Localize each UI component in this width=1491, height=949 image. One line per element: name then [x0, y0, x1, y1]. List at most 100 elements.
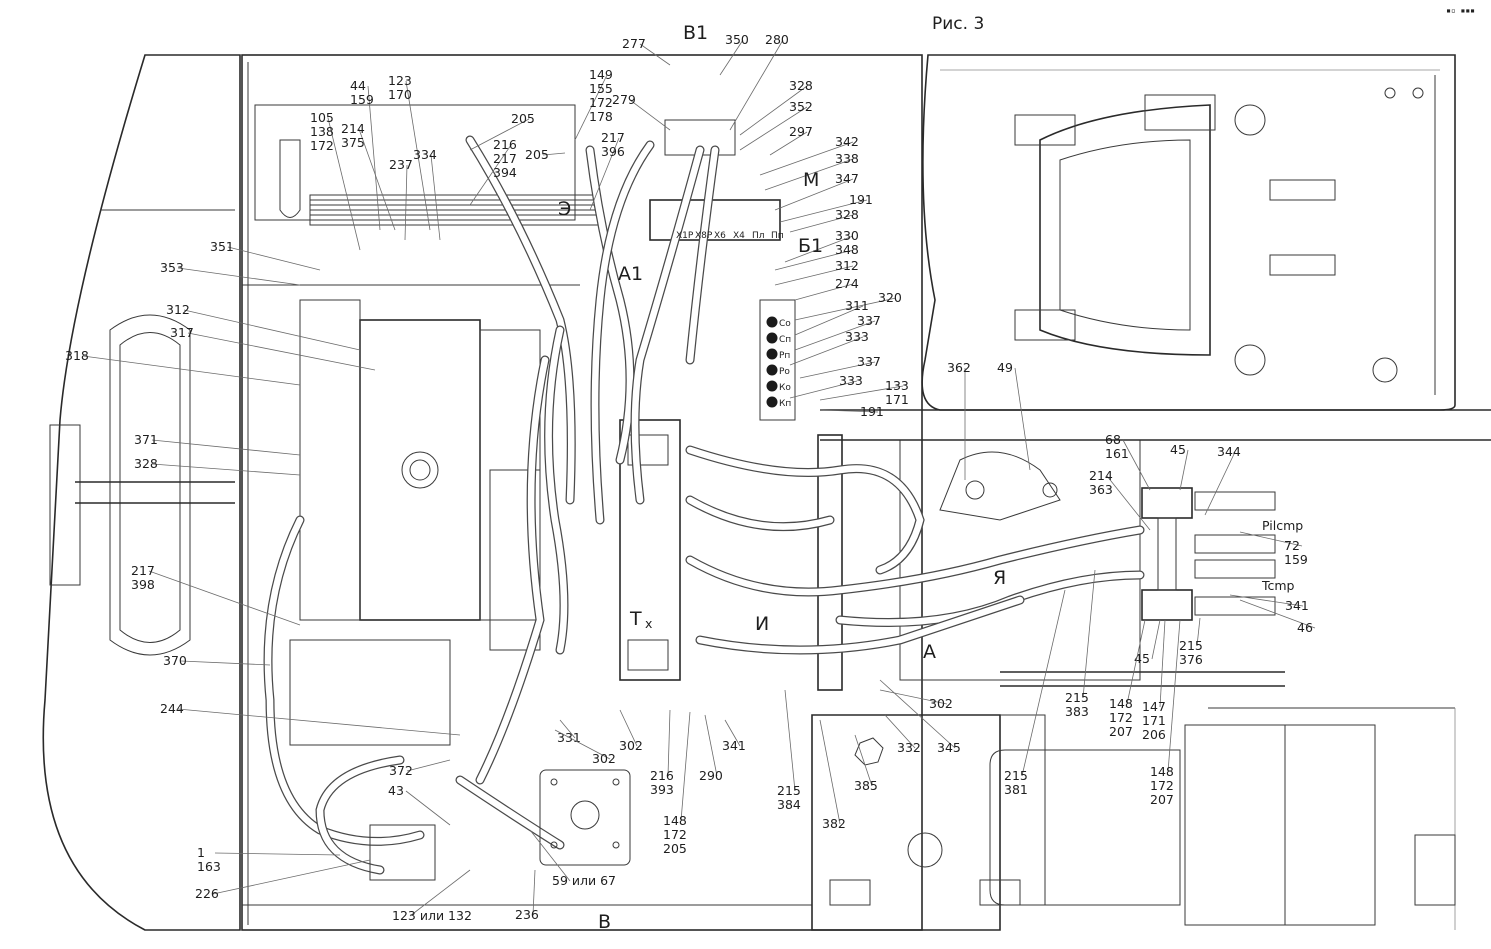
callout-number: 352 [789, 99, 813, 114]
callout-number: 149 [589, 67, 613, 82]
callout-number: 123 [388, 73, 412, 88]
hydraulic-hose-bore [686, 446, 924, 574]
hydraulic-hose-bore [476, 356, 549, 784]
callout-277: 277 [622, 36, 671, 66]
callout-number: 351 [210, 239, 234, 254]
callout-number: 274 [835, 276, 859, 291]
callout-number: 45 [1134, 651, 1150, 666]
distributor-port-label: Пп [771, 231, 784, 241]
leader-line [724, 719, 741, 747]
callout-number: 277 [622, 36, 646, 51]
callout-191a: 191 [779, 192, 873, 223]
callout-236: 236 [515, 869, 539, 922]
callout-number: 341 [1285, 598, 1309, 613]
callout-number: 45 [1170, 442, 1186, 457]
callout-number: 1 [197, 845, 205, 860]
callout-353: 353 [160, 260, 301, 286]
callout-number: 396 [601, 144, 625, 159]
callout-number: 159 [1284, 552, 1308, 567]
leader-line [729, 39, 784, 131]
callout-number: 350 [725, 32, 749, 47]
callout-number: 155 [589, 81, 613, 96]
callout-number: 383 [1065, 704, 1089, 719]
callout-number: 341 [722, 738, 746, 753]
leader-line [739, 85, 808, 136]
callout-345: 345 [879, 679, 961, 755]
leader-line [774, 249, 854, 271]
hydraulic-hose [465, 135, 576, 505]
callout-number: 59 или 67 [552, 873, 616, 888]
callout-320: 320 [794, 290, 902, 321]
callout-number: 133 [885, 378, 909, 393]
callout-number: 333 [839, 373, 863, 388]
leader-line [1239, 599, 1316, 629]
display-panel [1144, 94, 1216, 131]
callout-number: 191 [849, 192, 873, 207]
callout-312a: 312 [774, 258, 859, 286]
section-mark-e: Э [558, 198, 571, 220]
leader-line [212, 859, 371, 895]
callout-number: 236 [515, 907, 539, 922]
callout-number: 334 [413, 147, 437, 162]
valve-port-label: Ро [779, 367, 790, 377]
hydraulic-tank-outline [811, 714, 1001, 931]
callout-number: 214 [1089, 468, 1113, 483]
callout-number: 290 [699, 768, 723, 783]
battery-right [1284, 724, 1376, 926]
chassis-outline [42, 54, 1491, 931]
callout-number: 161 [1105, 446, 1129, 461]
callout-342: 342 [759, 134, 859, 176]
leader-line [1239, 531, 1303, 547]
hydraulic-hose [315, 755, 405, 875]
valve-port-icon [766, 396, 778, 408]
leader-line [532, 869, 536, 916]
leader-line [680, 711, 691, 822]
joystick-right-icon [1234, 104, 1266, 136]
tank-cap [854, 737, 884, 766]
leader-line [774, 178, 854, 211]
callout-43: 43 [388, 783, 451, 826]
valve-port-label: Рп [779, 351, 790, 361]
callout-number: 205 [511, 111, 535, 126]
leader-line [469, 118, 530, 151]
hydraulic-hose-bore [686, 146, 719, 364]
callout-number: 172 [663, 827, 687, 842]
callout-number: 342 [835, 134, 859, 149]
leader-line [1021, 589, 1066, 777]
counterweight-plate [42, 54, 241, 931]
callout-49: 49 [997, 360, 1031, 471]
leader-line [789, 336, 864, 366]
leader-line [1151, 619, 1161, 660]
swivel-connectors [939, 451, 1276, 621]
sheet-corner-mark: ▪▫ ▪▪▪ [1446, 6, 1475, 15]
callout-number: 337 [857, 354, 881, 369]
callout-number: 302 [929, 696, 953, 711]
callout-number: 317 [170, 325, 194, 340]
callout-number: 347 [835, 171, 859, 186]
callout-344: 344 [1204, 444, 1241, 516]
counterweight-window [109, 314, 191, 656]
leader-line [1106, 475, 1151, 531]
leader-line [430, 154, 441, 241]
rear-light [49, 424, 81, 586]
callout-123b: 123 или 132 [392, 869, 472, 923]
callout-number: 381 [1004, 782, 1028, 797]
callout-226: 226 [195, 859, 371, 901]
callout-328b: 328 [789, 207, 859, 233]
callout-number: 46 [1297, 620, 1313, 635]
callout-number: 138 [310, 124, 334, 139]
section-mark-a: А [923, 641, 936, 663]
section-mark-m: М [803, 169, 819, 191]
leader-line [759, 141, 854, 176]
callout-number: 312 [835, 258, 859, 273]
